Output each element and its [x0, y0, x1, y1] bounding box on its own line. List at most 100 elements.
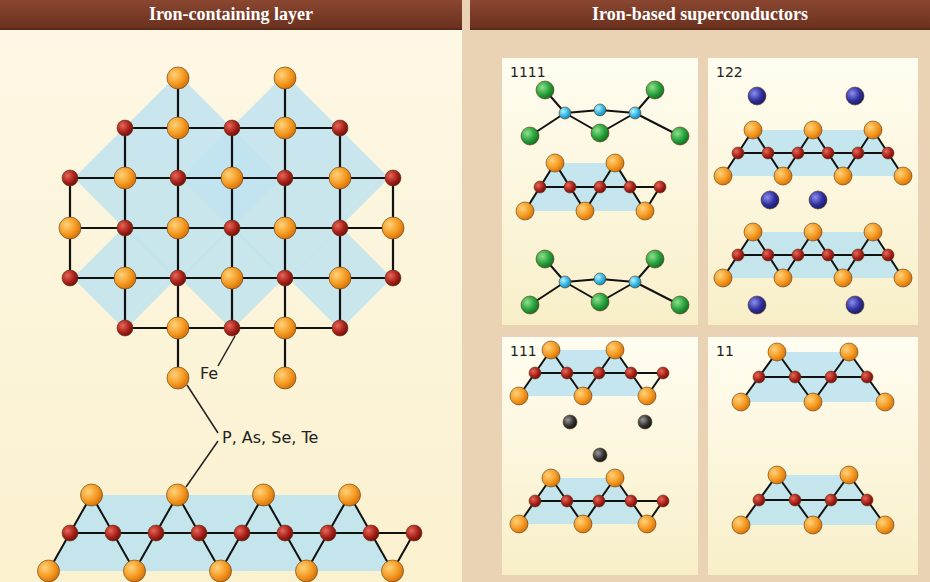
atom	[625, 495, 637, 507]
structure-panel: 11	[708, 337, 918, 575]
structure-panel: 111	[502, 337, 698, 575]
atom	[529, 367, 541, 379]
atom	[221, 267, 243, 289]
atom	[629, 107, 641, 119]
atom	[224, 220, 240, 236]
atom	[606, 154, 624, 172]
panel-ground	[708, 337, 918, 575]
header-text: Iron-based superconductors	[592, 4, 808, 25]
atom	[825, 371, 837, 383]
atom	[774, 269, 792, 287]
atom	[332, 220, 348, 236]
atom	[170, 270, 186, 286]
atom	[804, 121, 822, 139]
atom	[792, 147, 804, 159]
atom	[277, 170, 293, 186]
bond-line	[738, 254, 888, 256]
atom	[117, 320, 133, 336]
atom	[534, 181, 546, 193]
atom	[646, 250, 664, 268]
structure-type-label: 1111	[510, 64, 546, 80]
bond-line	[759, 499, 867, 501]
bond-line	[218, 336, 235, 366]
atom	[521, 127, 539, 145]
atom	[339, 484, 361, 506]
atom	[804, 516, 822, 534]
element-label: Fe	[200, 364, 218, 383]
atom	[274, 367, 296, 389]
atom	[170, 170, 186, 186]
atom	[191, 525, 207, 541]
atom	[167, 117, 189, 139]
atom	[62, 170, 78, 186]
atom	[744, 121, 762, 139]
atom	[38, 560, 60, 582]
atom	[638, 415, 652, 429]
atom	[221, 167, 243, 189]
atom	[363, 525, 379, 541]
atom	[834, 269, 852, 287]
atom	[542, 341, 560, 359]
atom	[529, 495, 541, 507]
atom	[732, 147, 744, 159]
atom	[81, 484, 103, 506]
bond-line	[284, 78, 286, 328]
atom	[385, 270, 401, 286]
atom	[546, 154, 564, 172]
atom	[564, 181, 576, 193]
atom	[516, 202, 534, 220]
atom	[382, 217, 404, 239]
atom	[167, 67, 189, 89]
atom	[406, 525, 422, 541]
atom	[114, 267, 136, 289]
atom	[559, 276, 571, 288]
atom	[329, 167, 351, 189]
bond-line	[187, 385, 218, 433]
atom	[762, 249, 774, 261]
atom	[593, 495, 605, 507]
atom	[559, 107, 571, 119]
atom	[822, 147, 834, 159]
atom	[894, 269, 912, 287]
atom	[774, 167, 792, 185]
atom	[822, 249, 834, 261]
structure-type-label: 122	[716, 64, 743, 80]
atom	[594, 273, 606, 285]
atom	[646, 81, 664, 99]
atom	[657, 495, 669, 507]
atom	[768, 466, 786, 484]
atom	[654, 181, 666, 193]
atom	[882, 249, 894, 261]
atom	[274, 217, 296, 239]
atom	[864, 223, 882, 241]
atom	[732, 249, 744, 261]
atom	[638, 515, 656, 533]
structure-type-label: 11	[716, 343, 734, 359]
atom	[861, 494, 873, 506]
atom	[117, 120, 133, 136]
atom	[852, 249, 864, 261]
atom	[148, 525, 164, 541]
bond-line	[738, 152, 888, 154]
atom	[809, 191, 827, 209]
atom	[714, 269, 732, 287]
atom	[846, 296, 864, 314]
atom	[671, 127, 689, 145]
atom	[521, 296, 539, 314]
atom	[536, 250, 554, 268]
atom	[804, 393, 822, 411]
atom	[744, 223, 762, 241]
atom	[59, 217, 81, 239]
atom	[840, 466, 858, 484]
atom	[768, 343, 786, 361]
atom	[277, 525, 293, 541]
atom	[732, 516, 750, 534]
atom	[62, 270, 78, 286]
right-ground	[462, 0, 930, 582]
atom	[224, 320, 240, 336]
atom	[117, 220, 133, 236]
element-label: P, As, Se, Te	[222, 428, 318, 447]
atom	[594, 104, 606, 116]
atom	[789, 371, 801, 383]
